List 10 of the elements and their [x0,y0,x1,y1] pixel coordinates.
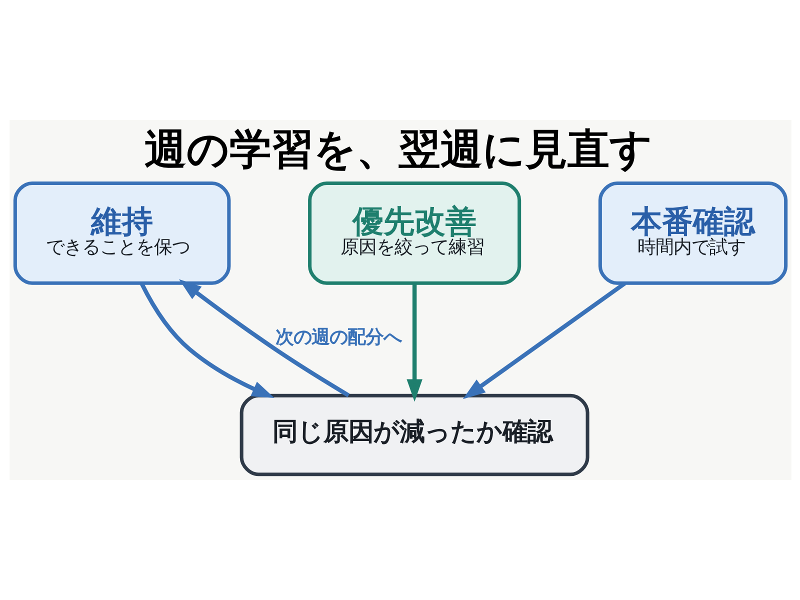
arrow [178,279,350,398]
arrow [139,282,274,398]
node-box: 本番確認 時間内で試す [598,182,788,285]
diagram-title: 週の学習を、翌週に見直す [144,124,652,174]
edge-label: 次の週の配分へ [274,326,401,348]
node-box: 優先改善 原因を絞って練習 [308,182,521,285]
node-box: 維持 できることを保つ [12,182,230,285]
node-box: 同じ原因が減ったか確認 [239,394,589,476]
arrow [406,283,422,402]
arrow [462,282,626,400]
